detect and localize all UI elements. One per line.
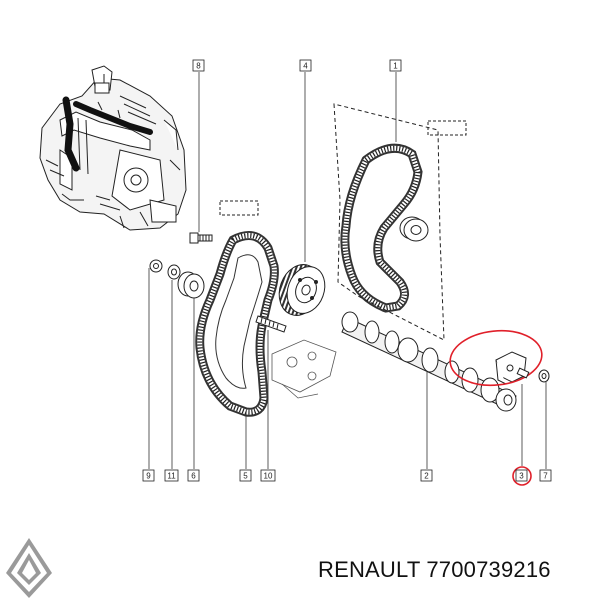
nut-item-9 <box>149 259 163 273</box>
callout-label-11: 11 <box>167 472 176 481</box>
leader-lines <box>148 72 547 469</box>
callout-7: 7 <box>539 469 552 482</box>
callout-6: 6 <box>187 469 200 482</box>
callout-9: 9 <box>142 469 155 482</box>
belt-kit-dashed-outline <box>333 103 445 341</box>
dashed-label-box-2 <box>219 200 259 216</box>
cylinder-head-outline <box>271 339 337 399</box>
tensioner-pulley-left <box>177 271 205 299</box>
renault-logo <box>6 538 52 598</box>
engine-block-illustration <box>39 65 187 231</box>
callout-8: 8 <box>192 59 205 72</box>
callout-2: 2 <box>420 469 433 482</box>
small-stud <box>516 367 530 379</box>
callout-label-1: 1 <box>393 62 398 71</box>
callout-label-10: 10 <box>264 472 273 481</box>
highlight-circle <box>449 329 543 387</box>
callout-label-7: 7 <box>543 472 548 481</box>
callout-label-9: 9 <box>146 472 151 481</box>
callout-1: 1 <box>389 59 402 72</box>
part-number-label: RENAULT 7700739216 <box>318 557 551 582</box>
stud-item-10 <box>255 315 287 333</box>
camshaft <box>341 311 517 412</box>
dashed-label-box-1 <box>427 120 467 136</box>
callout-11: 11 <box>164 469 179 482</box>
callout-label-8: 8 <box>196 62 201 71</box>
callout-10: 10 <box>260 469 276 482</box>
callout-4: 4 <box>299 59 312 72</box>
timing-belt-left <box>195 231 279 417</box>
washer-item-11 <box>167 264 181 280</box>
callout-3: 3 <box>512 466 532 486</box>
callout-label-2: 2 <box>424 472 429 481</box>
callout-label-5: 5 <box>243 472 248 481</box>
bolt-item-8 <box>189 232 213 244</box>
tensioner-pulley-right <box>399 216 429 242</box>
camshaft-gear <box>278 264 326 316</box>
callout-label-6: 6 <box>191 472 196 481</box>
bolt-item-7 <box>538 369 550 383</box>
timing-belt-right <box>340 143 423 313</box>
callout-label-4: 4 <box>303 62 308 71</box>
callout-label-3: 3 <box>519 472 524 481</box>
callout-5: 5 <box>239 469 252 482</box>
